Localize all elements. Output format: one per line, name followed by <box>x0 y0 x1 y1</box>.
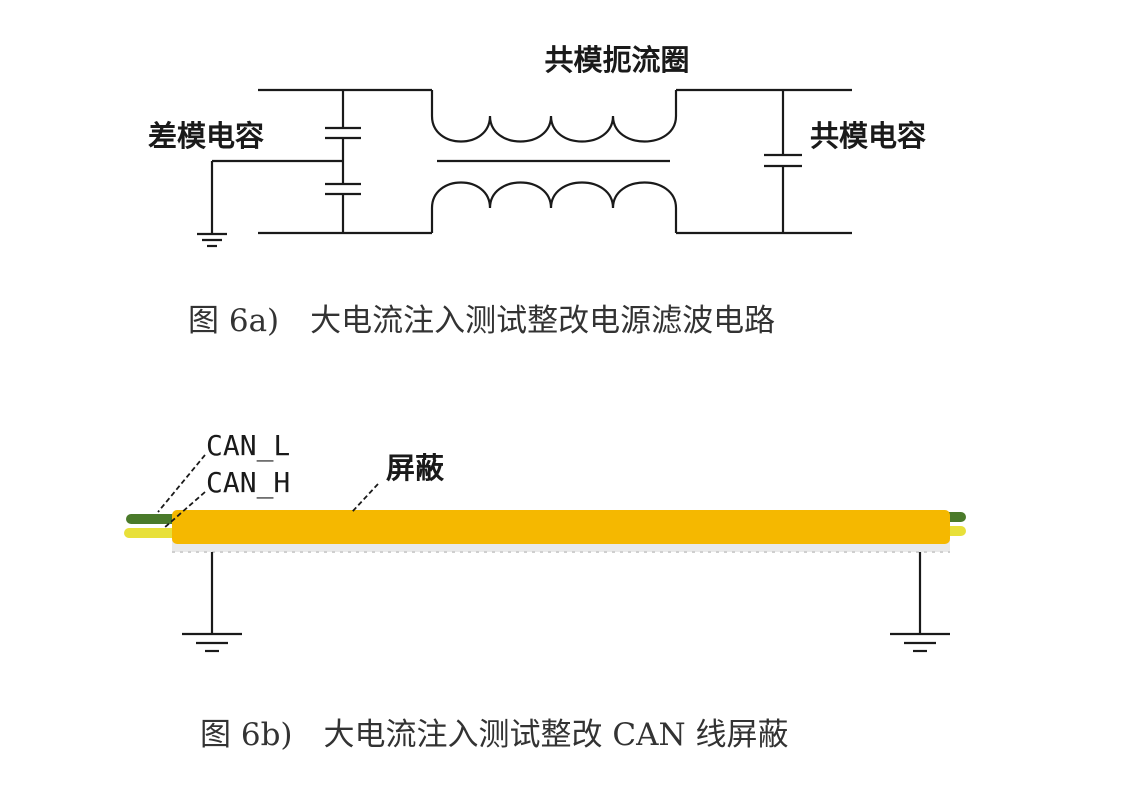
figure-6b <box>124 454 966 653</box>
shield-ground-right <box>890 552 950 653</box>
shield-jacket <box>172 510 950 544</box>
label-differential-capacitor: 差模电容 <box>148 119 264 153</box>
label-can-h: CAN_H <box>206 466 290 500</box>
label-shield: 屏蔽 <box>386 451 445 485</box>
shield-ground-left <box>182 552 242 653</box>
caption-6b: 图 6b) 大电流注入测试整改 CAN 线屏蔽 <box>200 717 788 753</box>
label-can-l: CAN_L <box>206 429 290 463</box>
differential-capacitor-pair <box>325 90 361 233</box>
caption-6a: 图 6a) 大电流注入测试整改电源滤波电路 <box>188 303 775 339</box>
common-mode-capacitor <box>764 90 802 233</box>
choke-bottom-winding <box>430 181 678 233</box>
label-leaders <box>157 454 379 529</box>
label-common-mode-choke: 共模扼流圈 <box>544 43 689 77</box>
label-common-mode-capacitor: 共模电容 <box>810 119 926 153</box>
figure-6a <box>197 88 852 248</box>
choke-top-winding <box>430 90 678 143</box>
ground-connection-left <box>197 159 343 248</box>
